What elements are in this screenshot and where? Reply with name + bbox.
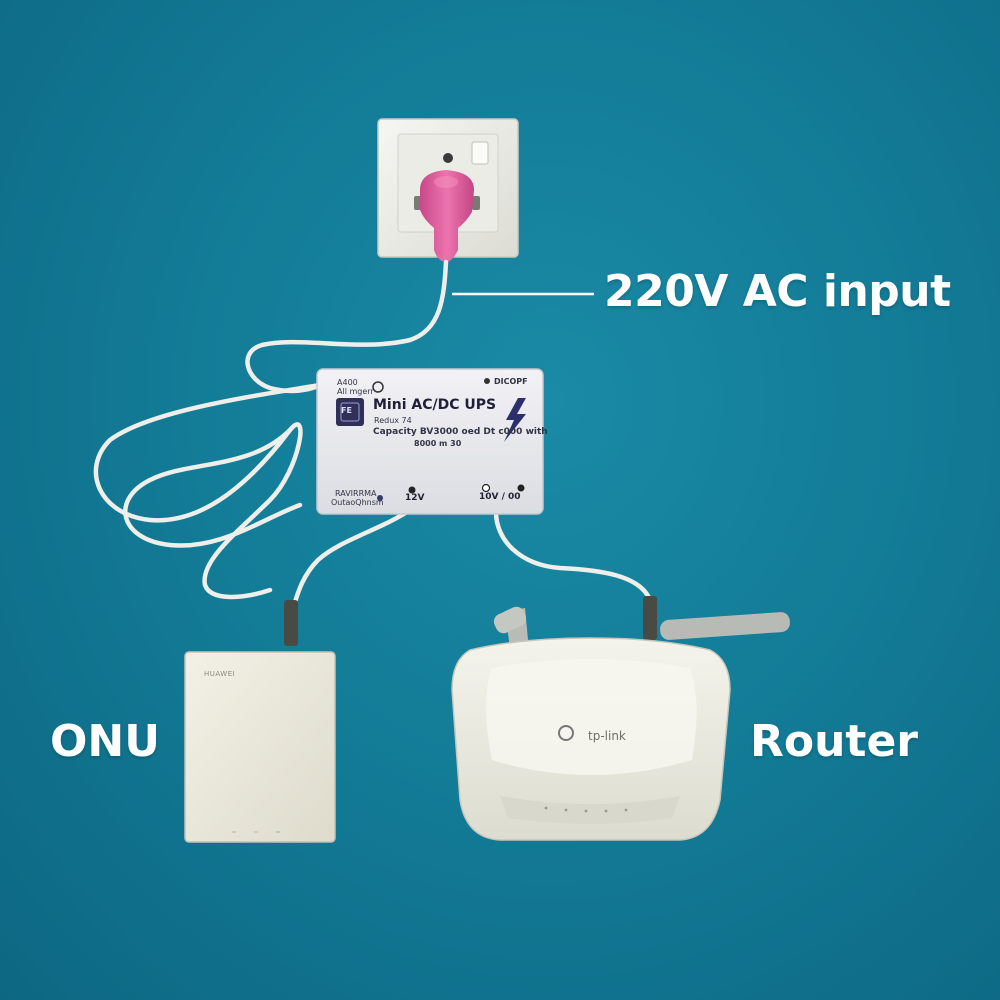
- router-brand-text: tp-link: [588, 729, 626, 743]
- ups-model: Redux 74: [374, 416, 412, 425]
- cables: [93, 259, 653, 615]
- ups-capacity: Capacity BV3000 oed Dt c000 with: [373, 427, 548, 437]
- ups-top-left-line2: All mgerr: [337, 387, 374, 396]
- onu-brand-text: HUAWEI: [204, 670, 236, 678]
- ups-bottom-left-line1: RAVIRRMA: [335, 489, 377, 498]
- label-onu: ONU: [50, 716, 160, 767]
- ups-bottom-left-line2: OutaoQhnsm: [331, 498, 384, 507]
- ups-top-right: DICOPF: [494, 377, 528, 386]
- pink-plug: [414, 170, 480, 262]
- ups-title: Mini AC/DC UPS: [373, 397, 497, 413]
- ups-port-10v: 10V / 00: [479, 492, 521, 502]
- ups-capacity-line2: 8000 m 30: [414, 439, 462, 448]
- ups-top-left-line1: A400: [337, 378, 358, 387]
- ups-logo-text: FE: [341, 406, 352, 415]
- ups-unit: [316, 368, 544, 515]
- router-antennas: [493, 606, 790, 648]
- label-router: Router: [750, 716, 919, 767]
- label-ac-input: 220V AC input: [604, 266, 951, 317]
- lightning-icon: [504, 398, 526, 442]
- ups-port-12v: 12V: [405, 493, 425, 503]
- router-device: [451, 637, 731, 841]
- onu-device: [184, 651, 336, 843]
